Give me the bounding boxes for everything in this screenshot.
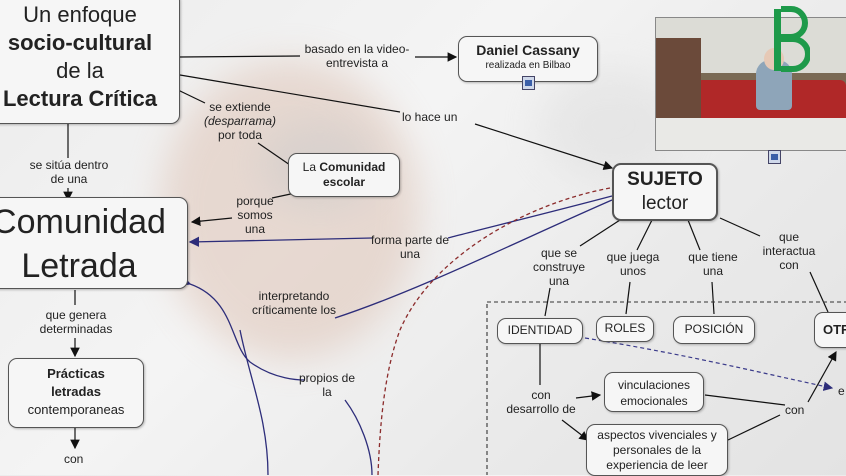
aspectos-label: aspectos vivenciales y personales de la …: [597, 428, 717, 472]
link-label-e-cut: e: [838, 384, 845, 398]
identidad-label: IDENTIDAD: [507, 323, 573, 337]
cassany-name: Daniel Cassany: [476, 42, 580, 58]
title-line-1: Un enfoque: [23, 2, 137, 27]
practicas-line-2: letradas: [51, 384, 101, 399]
daniel-cassany-node[interactable]: Daniel Cassany realizada en Bilbao: [458, 36, 598, 82]
practicas-line-3: contemporaneas: [27, 402, 125, 417]
play-icon[interactable]: [768, 150, 781, 164]
cassany-subtitle: realizada en Bilbao: [485, 60, 571, 71]
comunidad-escolar-prefix: La: [302, 160, 316, 174]
comunidad-letrada-node[interactable]: Comunidad Letrada: [0, 197, 188, 289]
link-label-con-right: con: [785, 403, 805, 417]
letrada-line-1: Comunidad: [0, 203, 166, 241]
link-label-basado: basado en la video-entrevista a: [304, 42, 410, 70]
comunidad-escolar-node[interactable]: La Comunidad escolar: [288, 153, 400, 197]
comunidad-escolar-suffix: escolar: [322, 175, 366, 189]
link-label-porque: porque somos una: [236, 194, 274, 236]
practicas-line-1: Prácticas: [47, 366, 105, 381]
letrada-line-2: Letrada: [21, 247, 137, 285]
vinculaciones-label: vinculaciones emocionales: [617, 378, 691, 408]
link-label-extiende: se extiende(desparrama)por toda: [203, 100, 277, 142]
background-figure: [160, 60, 420, 360]
link-label-genera: que genera determinadas: [39, 308, 113, 336]
logo: [774, 6, 810, 72]
vinculaciones-node[interactable]: vinculaciones emocionales: [604, 372, 704, 412]
lector-label: lector: [641, 193, 689, 214]
link-label-interpretando: interpretando críticamente los: [251, 289, 337, 317]
otros-label: OTR: [823, 322, 846, 337]
posicion-node[interactable]: POSICIÓN: [673, 316, 755, 344]
link-label-tiene: que tiene una: [688, 250, 738, 278]
link-label-forma: forma parte de una: [370, 233, 450, 261]
aspectos-node[interactable]: aspectos vivenciales y personales de la …: [586, 424, 728, 476]
link-label-construye: que se construye una: [532, 246, 586, 288]
link-label-con-desarrollo: con desarrollo de: [506, 388, 576, 416]
practicas-letradas-node[interactable]: Prácticas letradas contemporaneas: [8, 358, 144, 428]
link-label-juega: que juega unos: [606, 250, 660, 278]
link-label-con-bottom: con: [64, 452, 84, 466]
identidad-node[interactable]: IDENTIDAD: [497, 318, 583, 344]
link-label-hace: lo hace un: [402, 110, 458, 124]
otros-node[interactable]: OTR: [814, 312, 846, 348]
link-label-interactua: que interactua con: [762, 230, 816, 272]
link-label-situa: se sitúa dentro de una: [29, 158, 109, 186]
sujeto-label: SUJETO: [627, 169, 703, 190]
sujeto-lector-node[interactable]: SUJETO lector: [612, 163, 718, 221]
title-line-4: Lectura Crítica: [2, 86, 158, 111]
posicion-label: POSICIÓN: [684, 322, 744, 336]
title-line-3: de la: [56, 58, 104, 83]
video-icon[interactable]: [655, 17, 846, 151]
roles-node[interactable]: ROLES: [596, 316, 654, 342]
video-floor: [656, 118, 846, 150]
title-node[interactable]: Un enfoque socio-cultural de la Lectura …: [0, 0, 180, 124]
title-line-2: socio-cultural: [7, 30, 153, 55]
document-icon[interactable]: [522, 76, 535, 90]
link-label-propios: propios de la: [298, 371, 356, 399]
roles-label: ROLES: [604, 321, 646, 335]
comunidad-escolar-word: Comunidad: [319, 160, 386, 174]
